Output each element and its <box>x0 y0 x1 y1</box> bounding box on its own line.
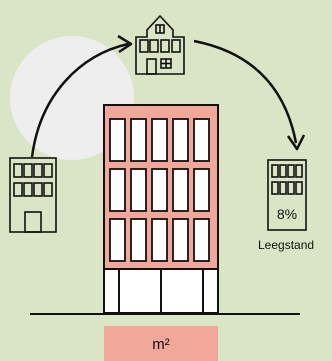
arrow-head-left <box>117 34 133 54</box>
area-box: m² <box>104 326 218 361</box>
house-icon <box>135 14 185 75</box>
arrow-top-to-right <box>193 39 298 144</box>
main-building-icon <box>103 104 219 314</box>
vacancy-label: Leegstand <box>258 238 315 252</box>
office-building-icon <box>9 157 57 233</box>
area-label: m² <box>152 336 170 353</box>
vacancy-rate: 8% <box>276 206 298 222</box>
arrow-head-right <box>286 134 306 151</box>
arrow-left-to-top <box>30 42 129 158</box>
vacant-building-icon <box>267 159 307 231</box>
